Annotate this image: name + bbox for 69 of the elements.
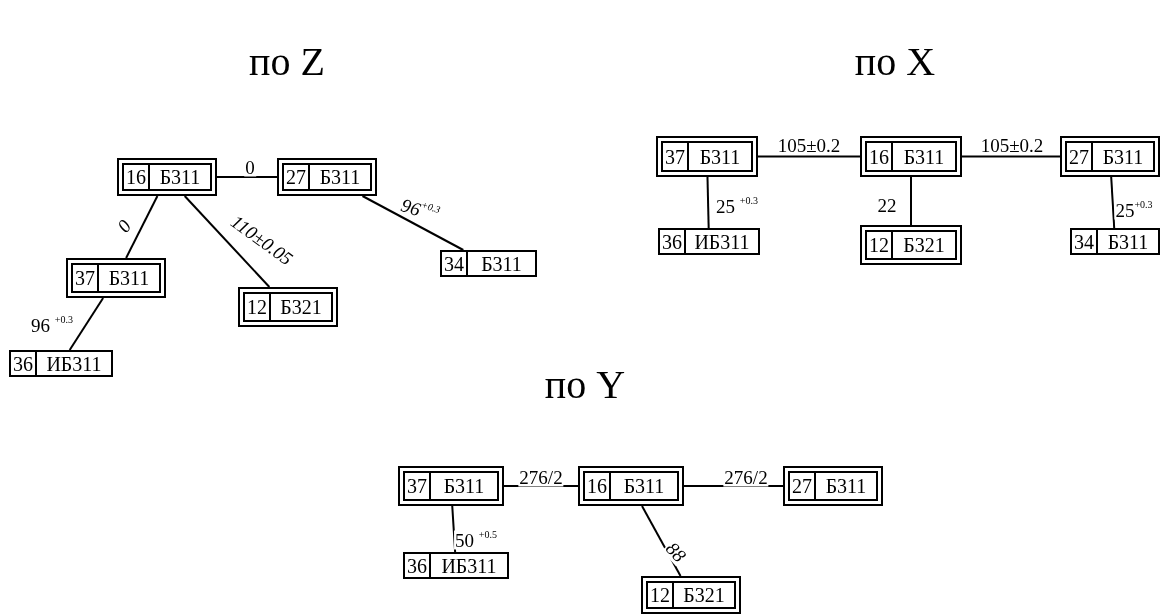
connector-line <box>1110 176 1116 229</box>
code-cell-text: 34 <box>1073 230 1095 253</box>
frame-box <box>1070 228 1160 255</box>
dimension-label: 50 $^{+0.5}$ <box>454 530 498 550</box>
code-cell-text: 27 <box>285 165 307 189</box>
code-cell: ИБ311 <box>35 352 111 375</box>
double-frame-box <box>238 287 338 327</box>
code-cell: Б321 <box>672 583 734 607</box>
connector-line <box>961 155 1061 158</box>
connector-line <box>216 176 278 178</box>
double-frame-box <box>398 466 504 506</box>
code-cell: Б321 <box>269 294 331 320</box>
frame-box <box>440 250 537 277</box>
code-cell: ИБ311 <box>684 230 758 253</box>
double-frame-box <box>66 258 166 298</box>
code-cell: Б311 <box>97 265 159 291</box>
code-cell-text: 36 <box>406 554 428 577</box>
view-heading: по X <box>854 42 936 82</box>
connector-line <box>361 195 465 251</box>
connector-line <box>451 505 457 553</box>
code-cell-text: 12 <box>649 583 671 607</box>
view-heading: по Y <box>544 365 626 405</box>
double-frame-box <box>277 158 377 196</box>
code-cell-text: 12 <box>868 233 890 258</box>
dimension-label: 96 $^{+0.3}$ <box>30 315 74 335</box>
code-cell: Б311 <box>308 165 370 189</box>
code-cell: Б321 <box>891 232 955 258</box>
code-cell: ИБ311 <box>429 554 507 577</box>
double-frame-box <box>860 225 962 265</box>
code-cell-text: 37 <box>74 266 96 291</box>
frame-box <box>403 552 509 579</box>
code-cell-text: 16 <box>125 165 147 189</box>
double-frame-box <box>1060 136 1160 177</box>
code-cell: Б311 <box>429 473 497 499</box>
double-frame-box <box>117 158 217 196</box>
code-cell: Б311 <box>1091 143 1153 170</box>
code-cell-text: 37 <box>406 474 428 499</box>
code-cell-text: 27 <box>1068 144 1090 170</box>
connector-line <box>910 176 912 226</box>
code-cell-text: 36 <box>12 352 34 375</box>
code-cell-text: 12 <box>246 295 268 320</box>
code-cell: Б311 <box>609 473 677 499</box>
frame-box <box>658 228 760 255</box>
connector-line <box>125 195 159 259</box>
view-heading: по Z <box>249 42 325 82</box>
code-cell-text: 16 <box>586 474 608 499</box>
double-frame-box <box>860 136 962 177</box>
code-cell: Б311 <box>814 473 876 499</box>
code-cell: Б311 <box>148 165 210 189</box>
code-cell-text: 16 <box>868 144 890 170</box>
double-frame-box <box>578 466 684 506</box>
code-cell: Б311 <box>1096 230 1158 253</box>
code-cell: Б311 <box>466 252 535 275</box>
dimension-label: 25 $^{+0.3}$ <box>715 196 759 216</box>
frame-box <box>9 350 113 377</box>
dimension-label: 25$^{+0.3}$ <box>1114 200 1154 220</box>
connector-line <box>757 155 861 158</box>
double-frame-box <box>783 466 883 506</box>
connector-line <box>706 176 710 229</box>
double-frame-box <box>656 136 758 177</box>
code-cell: Б311 <box>687 143 751 170</box>
double-frame-box <box>641 576 741 614</box>
connector-line <box>68 297 105 351</box>
code-cell: Б311 <box>891 143 955 170</box>
code-cell-text: 37 <box>664 144 686 170</box>
connector-line <box>183 195 271 288</box>
code-cell-text: 27 <box>791 474 813 499</box>
code-cell-text: 34 <box>443 252 465 275</box>
code-cell-text: 36 <box>661 230 683 253</box>
